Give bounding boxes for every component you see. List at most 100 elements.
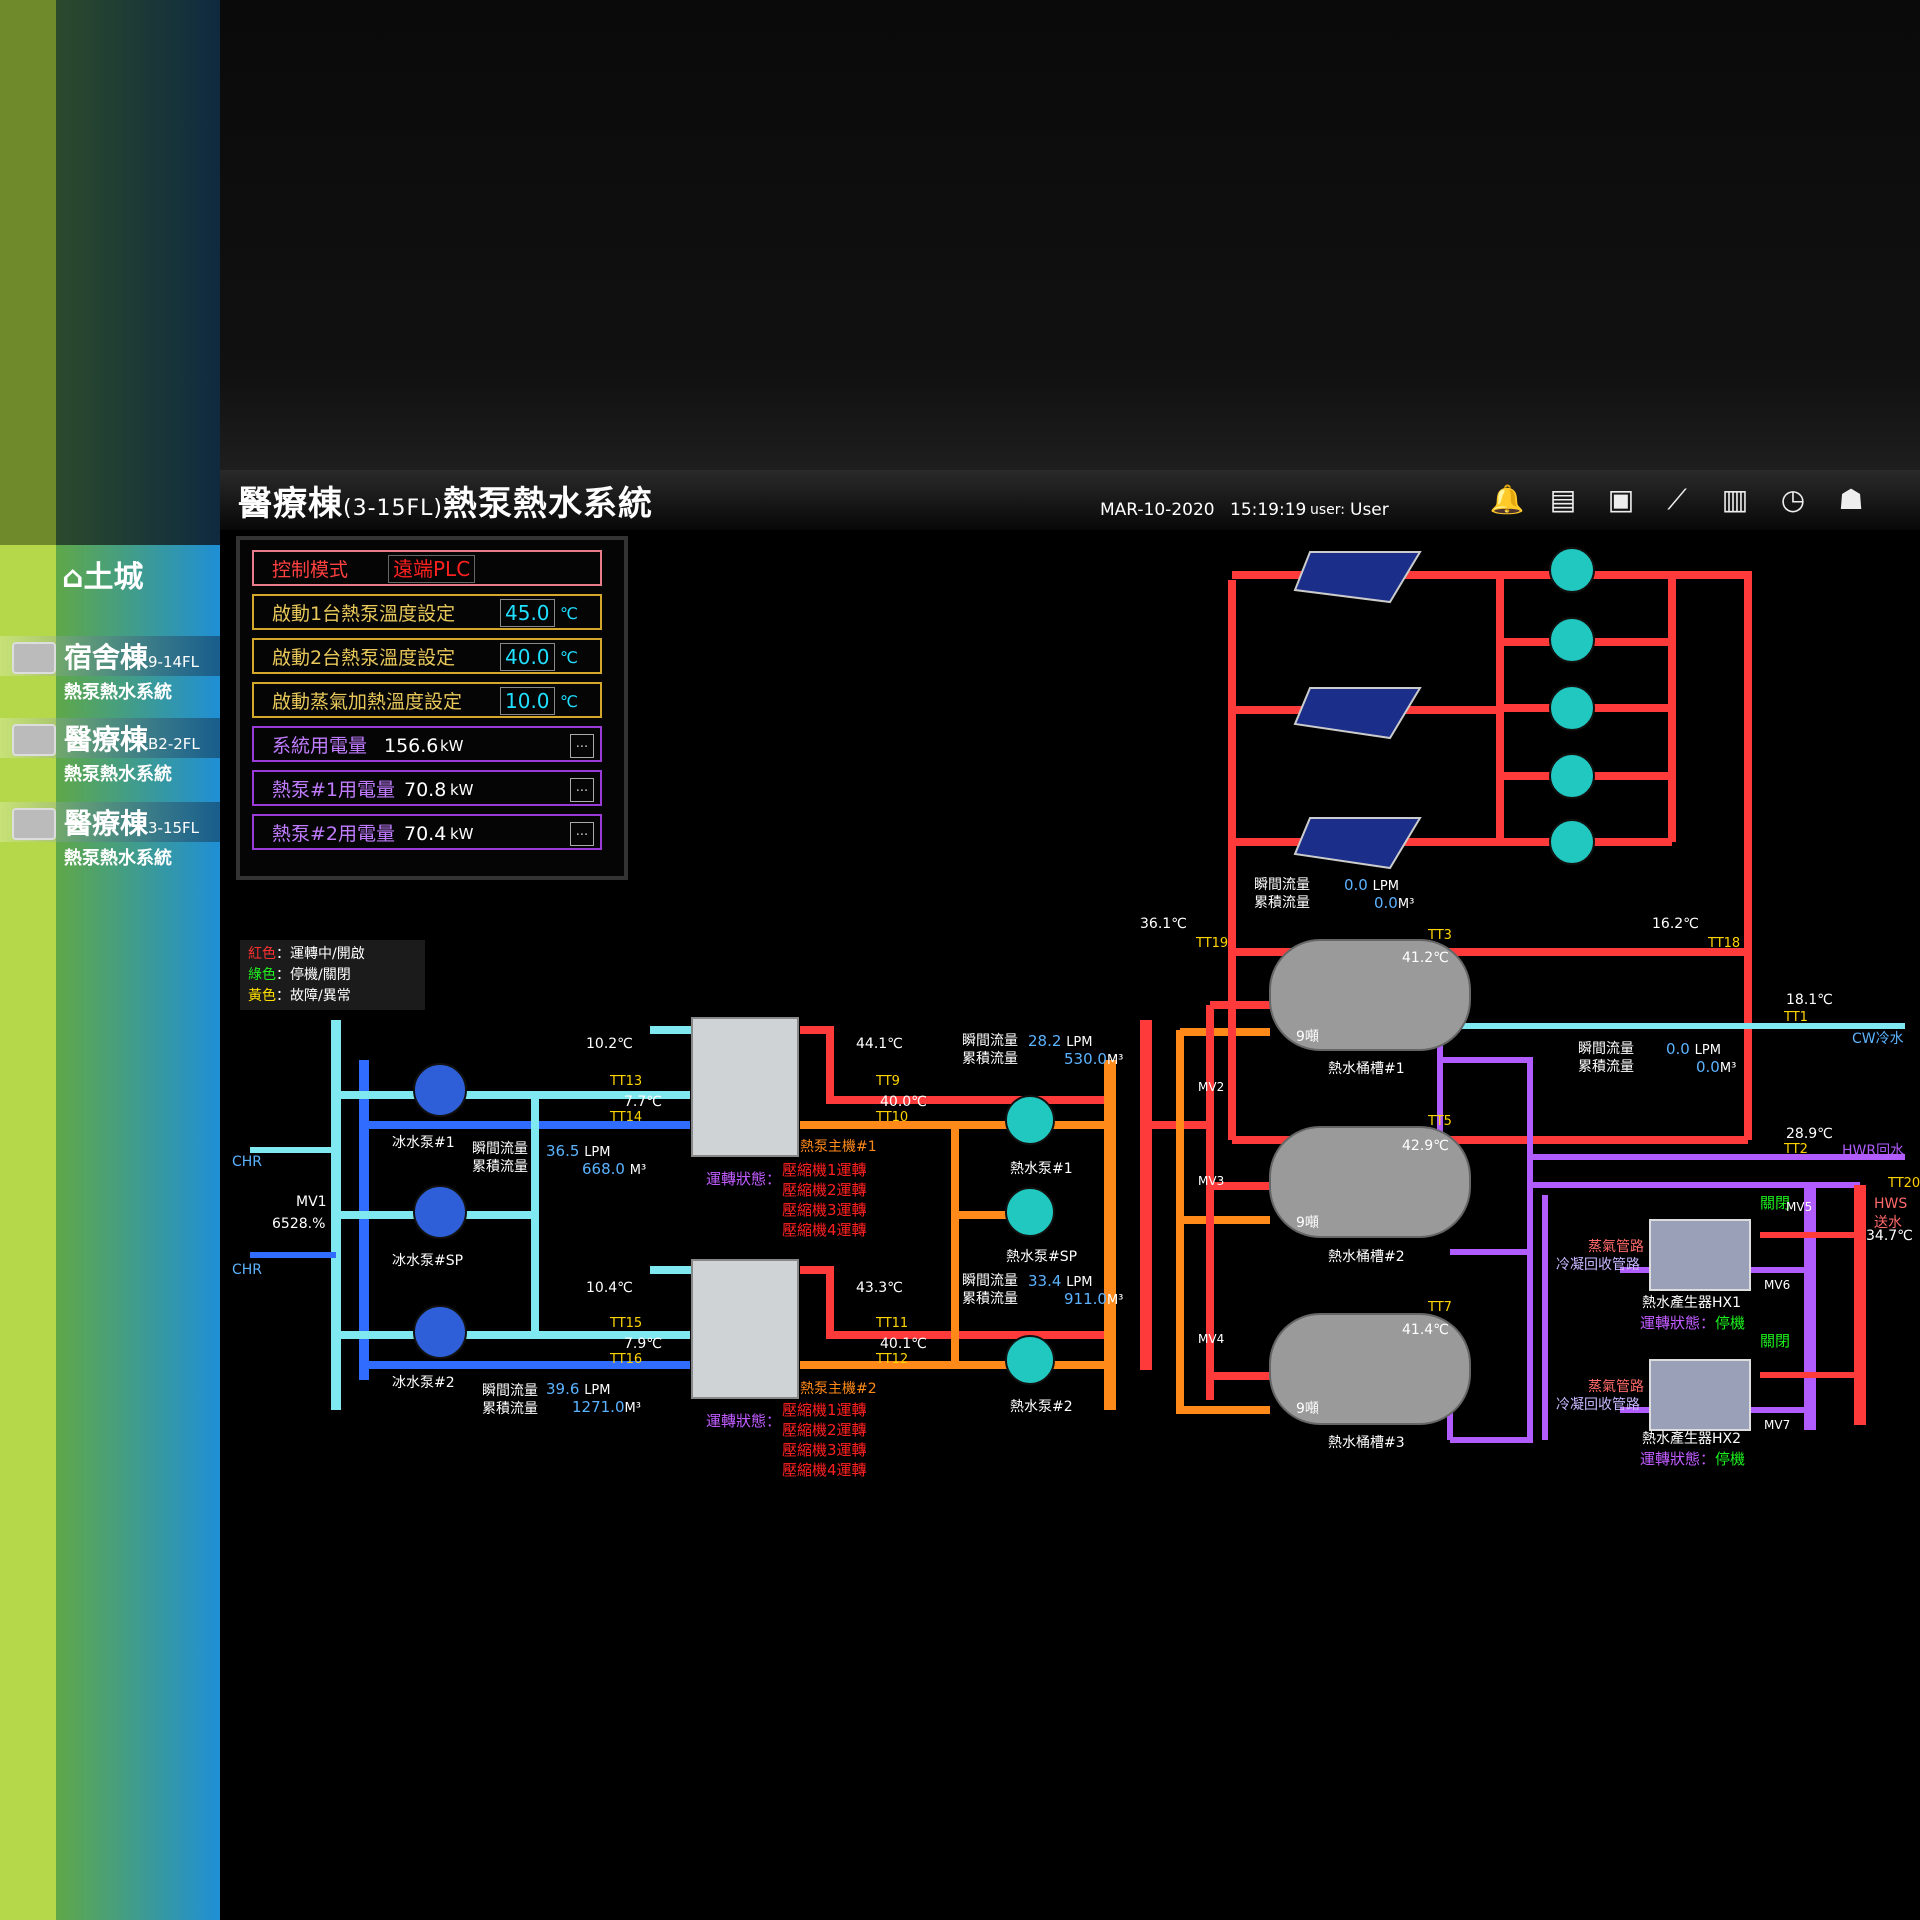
building-icon xyxy=(12,642,56,674)
cw-label: CW冷水 xyxy=(1852,1031,1904,1047)
user-report-icon[interactable]: ▣ xyxy=(1607,483,1635,516)
tt13-tag: TT13 xyxy=(610,1074,643,1089)
setpoint1-input[interactable]: 45.0 xyxy=(500,599,555,627)
tt11-value: 43.3℃ xyxy=(856,1280,903,1296)
heat-pump-1-state-label: 運轉狀態： xyxy=(706,1170,782,1188)
ice-pump-2 xyxy=(413,1305,467,1359)
chr-label-top: CHR xyxy=(232,1154,263,1170)
page-title: 醫療棟(3-15FL)熱泵熱水系統 xyxy=(238,484,654,524)
alarm-bell-icon[interactable]: 🔔 xyxy=(1489,483,1525,516)
sidebar-home[interactable]: ⌂土城 xyxy=(62,560,144,595)
hot-flow-2-labels: 瞬間流量累積流量 xyxy=(962,1273,1018,1307)
home-icon: ⌂ xyxy=(62,560,84,595)
hot-flow-2-total: 911.0M³ xyxy=(1064,1290,1124,1308)
mv6-tag[interactable]: MV6 xyxy=(1764,1278,1791,1292)
mv5-tag[interactable]: MV5 xyxy=(1786,1200,1813,1214)
power-hp1-value: 70.8 xyxy=(404,779,447,801)
building-icon xyxy=(12,724,56,756)
ice-flow-2-total: 1271.0M³ xyxy=(572,1398,641,1416)
hws-label: HWS xyxy=(1874,1196,1908,1212)
tank-2-capacity: 9噸 xyxy=(1296,1215,1319,1231)
ice-flow-1-lpm: 36.5 LPM xyxy=(546,1142,611,1160)
schedule-clock-icon[interactable]: ◷ xyxy=(1780,483,1806,516)
setpoint2-input[interactable]: 40.0 xyxy=(500,643,555,671)
solar-pump xyxy=(1549,753,1595,799)
ice-pump-1-label: 冰水泵#1 xyxy=(392,1135,455,1151)
sidebar-item-sub: 熱泵熱水系統 xyxy=(64,764,172,785)
tt15-value: 10.4℃ xyxy=(586,1280,633,1296)
power-total-row: 系統用電量 156.6 kW ... xyxy=(252,726,602,762)
mv7-tag[interactable]: MV7 xyxy=(1764,1418,1791,1432)
mv1-tag[interactable]: MV1 xyxy=(296,1194,327,1210)
setpoint2-row: 啟動2台熱泵溫度設定 40.0 ℃ xyxy=(252,638,602,674)
solar-pump xyxy=(1549,617,1595,663)
tt9-tag: TT9 xyxy=(876,1074,900,1089)
condensate-line-label-1: 冷凝回收管路 xyxy=(1556,1257,1640,1273)
power-hp2-value: 70.4 xyxy=(404,823,447,845)
solar-flow-total: 0.0M³ xyxy=(1374,894,1415,912)
more-button[interactable]: ... xyxy=(570,822,594,846)
top-band xyxy=(220,0,1920,470)
sidebar-item-label: 醫療棟3-15FL xyxy=(64,807,200,840)
hot-water-tank-1 xyxy=(1269,939,1471,1051)
setpoint3-input[interactable]: 10.0 xyxy=(500,687,555,715)
mv2-tag[interactable]: MV2 xyxy=(1198,1080,1225,1094)
tt16-value: 7.9℃ xyxy=(624,1336,662,1352)
summary-report-icon[interactable]: ▥ xyxy=(1721,483,1749,516)
cw-flow-labels: 瞬間流量累積流量 xyxy=(1578,1041,1634,1075)
power-hp1-label: 熱泵#1用電量 xyxy=(272,779,396,801)
heat-pump-2-compressors: 壓縮機1運轉壓縮機2運轉壓縮機3運轉壓縮機4運轉 xyxy=(782,1401,867,1479)
power-total-value: 156.6 xyxy=(384,735,439,757)
trend-chart-icon[interactable]: ⟋ xyxy=(1667,483,1687,516)
tt2-tag: TT2 xyxy=(1784,1142,1808,1157)
tt5-value: 42.9℃ xyxy=(1402,1138,1449,1154)
title-bar xyxy=(220,470,1920,530)
mv4-tag[interactable]: MV4 xyxy=(1198,1332,1225,1346)
hot-water-tank-3 xyxy=(1269,1313,1471,1425)
cw-flow-total: 0.0M³ xyxy=(1696,1058,1737,1076)
tt1-value: 18.1℃ xyxy=(1786,992,1833,1008)
tt19-tag: TT19 xyxy=(1196,936,1229,951)
hx1-valve-state: 關閉 xyxy=(1760,1194,1791,1212)
cw-flow-lpm: 0.0 LPM xyxy=(1666,1040,1721,1058)
building-icon xyxy=(12,808,56,840)
setpoint3-label: 啟動蒸氣加熱溫度設定 xyxy=(272,691,463,713)
ice-flow-1-total: 668.0 M³ xyxy=(582,1160,647,1178)
account-icon[interactable]: ☗ xyxy=(1838,483,1864,516)
hot-flow-2-lpm: 33.4 LPM xyxy=(1028,1272,1093,1290)
hx2-valve-state: 關閉 xyxy=(1760,1332,1791,1350)
more-button[interactable]: ... xyxy=(570,778,594,802)
hot-water-tank-2 xyxy=(1269,1126,1471,1238)
hot-flow-1-labels: 瞬間流量累積流量 xyxy=(962,1033,1018,1067)
hot-flow-1-total: 530.0M³ xyxy=(1064,1050,1124,1068)
user-label: user: xyxy=(1310,502,1346,518)
tt15-tag: TT15 xyxy=(610,1316,643,1331)
ice-pump-sp-label: 冰水泵#SP xyxy=(392,1253,464,1269)
mode-value[interactable]: 遠端PLC xyxy=(388,555,476,583)
ice-pump-2-label: 冰水泵#2 xyxy=(392,1375,455,1391)
hx1-state: 運轉狀態：停機 xyxy=(1640,1314,1746,1332)
heat-pump-1-compressors: 壓縮機1運轉壓縮機2運轉壓縮機3運轉壓縮機4運轉 xyxy=(782,1161,867,1239)
tt20-value: 34.7℃ xyxy=(1866,1228,1913,1244)
unit-label: kW xyxy=(440,737,464,755)
tt10-tag: TT10 xyxy=(876,1110,909,1125)
tt5-tag: TT5 xyxy=(1428,1114,1452,1129)
more-button[interactable]: ... xyxy=(570,734,594,758)
report-search-icon[interactable]: ▤ xyxy=(1549,483,1577,516)
ice-pump-sp xyxy=(413,1185,467,1239)
solar-flow-labels: 瞬間流量累積流量 xyxy=(1254,877,1310,911)
sidebar-item-label: 宿舍棟9-14FL xyxy=(64,641,200,674)
tt12-value: 40.1℃ xyxy=(880,1336,927,1352)
mv3-tag[interactable]: MV3 xyxy=(1198,1174,1225,1188)
unit-label: ℃ xyxy=(560,604,578,623)
ice-pump-1 xyxy=(413,1063,467,1117)
control-panel: 控制模式 遠端PLC 啟動1台熱泵溫度設定 45.0 ℃ 啟動2台熱泵溫度設定 … xyxy=(236,536,628,880)
hot-pump-sp-label: 熱水泵#SP xyxy=(1006,1249,1078,1265)
tt7-tag: TT7 xyxy=(1428,1300,1452,1315)
solar-flow-lpm: 0.0 LPM xyxy=(1344,876,1399,894)
power-hp2-label: 熱泵#2用電量 xyxy=(272,823,396,845)
heat-exchangers xyxy=(1649,1219,1751,1431)
tt7-value: 41.4℃ xyxy=(1402,1322,1449,1338)
solar-pump xyxy=(1549,819,1595,865)
